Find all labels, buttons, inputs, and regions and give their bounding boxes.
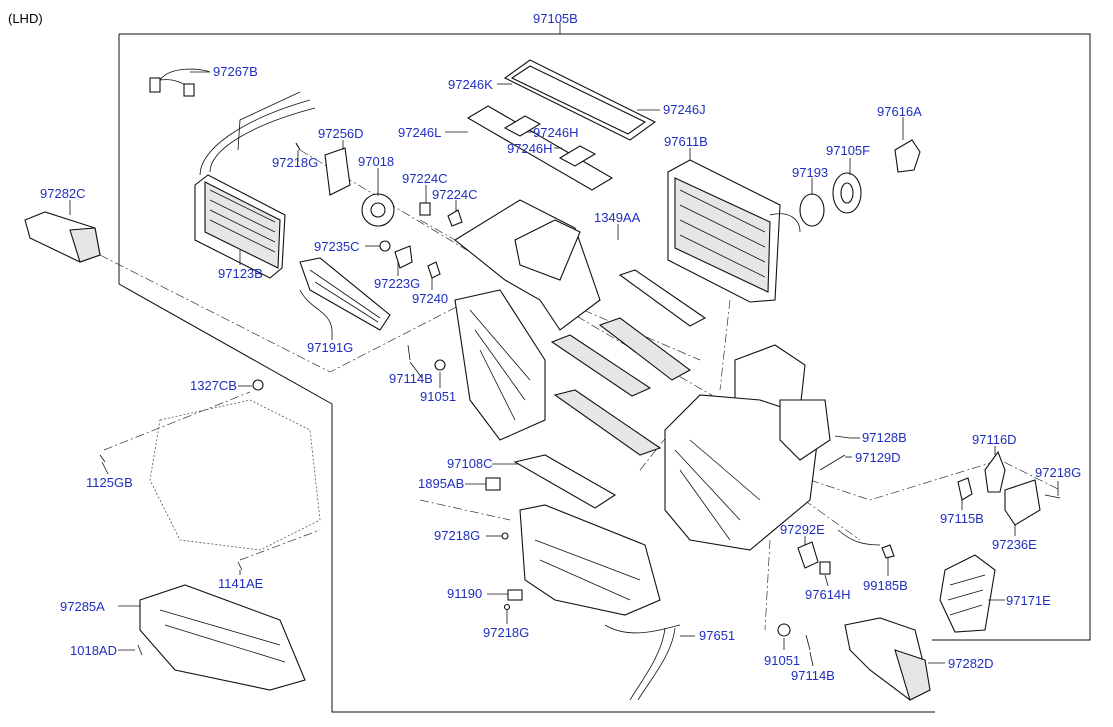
ghost-blower-unit — [99, 379, 321, 571]
label-97282D: 97282D — [948, 656, 994, 671]
label-97218G-low: 97218G — [483, 625, 529, 640]
seal-strips-part — [466, 59, 657, 191]
label-97267B: 97267B — [213, 64, 258, 79]
label-97224C-right: 97224C — [432, 187, 478, 202]
label-97191G: 97191G — [307, 340, 353, 355]
label-97246H-upper: 97246H — [533, 125, 579, 140]
drain-hose-part — [604, 624, 681, 701]
duct-97282D-part — [844, 617, 931, 701]
label-97224C-left: 97224C — [402, 171, 448, 186]
label-97218G-mid: 97218G — [434, 528, 480, 543]
label-97105F: 97105F — [826, 143, 870, 158]
leader-lines — [69, 71, 1059, 667]
wiring-harness-part — [149, 68, 211, 97]
link-rod-parts — [819, 435, 851, 471]
label-97115B: 97115B — [940, 511, 984, 526]
label-97256D: 97256D — [318, 126, 364, 141]
label-97116D: 97116D — [972, 432, 1017, 447]
label-91190: 91190 — [447, 586, 482, 601]
seal-ring-parts — [799, 139, 921, 227]
label-97614H: 97614H — [805, 587, 851, 602]
label-97246J: 97246J — [663, 102, 706, 117]
label-97129D: 97129D — [855, 450, 901, 465]
hvac-case-right-part — [664, 344, 831, 551]
heater-core-part — [194, 91, 316, 279]
tray-part — [485, 454, 617, 509]
label-97246K: 97246K — [448, 77, 493, 92]
actuator-right-parts — [957, 450, 1061, 526]
evaporator-part — [667, 159, 801, 303]
label-97105B: 97105B — [533, 11, 578, 26]
assembly-frame — [118, 23, 1091, 713]
label-99185B: 99185B — [863, 578, 908, 593]
label-97236E: 97236E — [992, 537, 1037, 552]
label-91051-upper: 91051 — [420, 389, 456, 404]
grommet-parts — [407, 344, 811, 651]
hvac-case-left-part — [454, 199, 601, 441]
label-1018AD: 1018AD — [70, 643, 117, 658]
lever-assembly-part — [299, 257, 391, 331]
label-97218G-right: 97218G — [1035, 465, 1081, 480]
label-97114B-upper: 97114B — [389, 371, 433, 386]
label-97240: 97240 — [412, 291, 448, 306]
label-1125GB: 1125GB — [86, 475, 133, 490]
label-97123B: 97123B — [218, 266, 263, 281]
label-1895AB: 1895AB — [418, 476, 464, 491]
part-number-labels: 97105B 97267B 97246K 97246J 97246L 97246… — [40, 11, 1081, 683]
sensor-parts — [797, 529, 895, 575]
label-97223G: 97223G — [374, 276, 420, 291]
label-97611B: 97611B — [664, 134, 708, 149]
label-97128B: 97128B — [862, 430, 907, 445]
label-97616A: 97616A — [877, 104, 922, 119]
label-97246L: 97246L — [398, 125, 441, 140]
label-97171E: 97171E — [1006, 593, 1051, 608]
label-97193: 97193 — [792, 165, 828, 180]
label-97292E: 97292E — [780, 522, 825, 537]
lower-case-part — [501, 504, 661, 616]
label-91051-lower: 91051 — [764, 653, 800, 668]
label-97018: 97018 — [358, 154, 394, 169]
label-1141AE: 1141AE — [218, 576, 264, 591]
actuator-parts — [295, 142, 463, 279]
door-plates-part — [550, 269, 707, 456]
label-97285A: 97285A — [60, 599, 105, 614]
label-97108C: 97108C — [447, 456, 493, 471]
under-cover-part — [137, 584, 306, 691]
drive-side-note: (LHD) — [8, 11, 43, 26]
label-97114B-lower: 97114B — [791, 668, 835, 683]
label-1349AA: 1349AA — [594, 210, 641, 225]
duct-97282C-part — [24, 211, 101, 263]
bracket-part — [939, 554, 996, 633]
label-1327CB: 1327CB — [190, 378, 237, 393]
label-97246H-lower: 97246H — [507, 141, 553, 156]
label-97282C: 97282C — [40, 186, 86, 201]
label-97218G-top: 97218G — [272, 155, 318, 170]
label-97235C: 97235C — [314, 239, 360, 254]
label-97651: 97651 — [699, 628, 735, 643]
